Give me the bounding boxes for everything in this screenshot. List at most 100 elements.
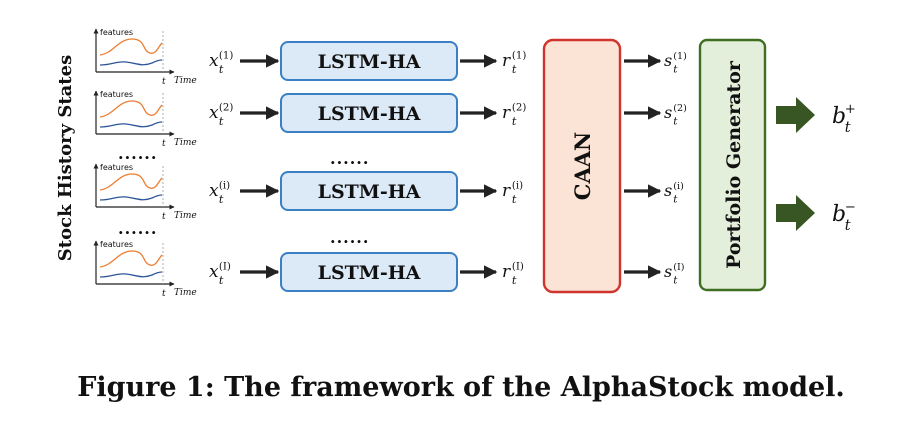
- lstm-ha-label: LSTM-HA: [318, 181, 421, 203]
- mini-chart-t-label: t: [162, 212, 166, 222]
- lstm-ha-label: LSTM-HA: [318, 262, 421, 284]
- mini-chart-orange-series: [99, 38, 163, 56]
- output-r-label-sup: (2): [512, 101, 526, 113]
- mini-chart-features-label: features: [100, 163, 133, 172]
- mini-chart-blue-series: [99, 271, 163, 278]
- output-s-label-sup: (1): [673, 51, 687, 62]
- mini-chart-ellipsis: ............: [118, 144, 157, 238]
- lstm-ha-block: LSTM-HA: [280, 93, 458, 133]
- portfolio-b-label-sup: +: [845, 102, 856, 117]
- lstm-ha-blocks: LSTM-HA LSTM-HA LSTM-HA LSTM-HA: [280, 41, 458, 292]
- caan-label: CAAN: [570, 132, 595, 201]
- lstm-ha-label: LSTM-HA: [318, 51, 421, 73]
- input-x-label-base: x: [209, 181, 219, 201]
- output-r-label-base: r: [502, 181, 511, 201]
- mini-chart-blue-series: [99, 59, 163, 66]
- final-output: bt−: [776, 195, 856, 234]
- output-s-label-base: s: [664, 51, 672, 70]
- mini-chart-t-label: t: [162, 77, 166, 87]
- mini-chart-orange-series: [99, 250, 163, 268]
- output-r-label-sub: t: [512, 274, 517, 287]
- output-s-label-sub: t: [673, 275, 678, 287]
- lstm-ha-label: LSTM-HA: [318, 103, 421, 125]
- big-output-arrow: [776, 97, 815, 133]
- output-r-label-sub: t: [512, 193, 517, 206]
- lstm-ha-block: LSTM-HA: [280, 252, 458, 292]
- mini-chart-ellipsis-top: ......: [118, 144, 157, 163]
- output-r-label-base: r: [502, 51, 511, 71]
- portfolio-b-label-base: b: [832, 104, 846, 129]
- output-r-label-base: r: [502, 262, 511, 282]
- mini-chart-features-label: features: [100, 240, 133, 249]
- output-s-label-sub: t: [673, 194, 678, 206]
- portfolio-b-label-sub: t: [845, 218, 851, 234]
- output-s-label-sup: (I): [673, 262, 684, 273]
- portfolio-b-label-base: b: [832, 202, 846, 227]
- output-r-label-sub: t: [512, 63, 517, 76]
- mini-chart: features t Time: [93, 28, 197, 87]
- portfolio-b-label-sub: t: [845, 120, 851, 136]
- output-s-label-sub: t: [673, 116, 678, 128]
- output-r-label-sup: (i): [512, 179, 523, 191]
- output-s-label-base: s: [664, 181, 672, 200]
- input-x-label-base: x: [209, 262, 219, 282]
- mini-chart-time-label: Time: [174, 138, 197, 148]
- lstm-ha-block: LSTM-HA: [280, 171, 458, 211]
- mini-chart-features-label: features: [100, 90, 133, 99]
- input-x-label-base: x: [209, 51, 219, 71]
- portfolio-b-label: bt +: [832, 102, 856, 136]
- caption-text: The framework of the AlphaStock model.: [224, 372, 845, 403]
- lstm-ha-box: [280, 171, 458, 211]
- portfolio-b-label: bt−: [832, 200, 856, 234]
- mini-chart-t-label: t: [162, 289, 166, 299]
- lstm-ellipsis-bottom: ......: [330, 228, 369, 247]
- figure-caption: Figure 1: The framework of the AlphaStoc…: [0, 372, 922, 403]
- output-r-label-sup: (I): [512, 260, 524, 272]
- input-x-label-sub: t: [219, 274, 224, 287]
- mini-chart-time-label: Time: [174, 288, 197, 298]
- mini-chart-blue-series: [99, 194, 163, 201]
- output-r-label-sub: t: [512, 115, 517, 128]
- mini-chart-time-label: Time: [174, 76, 197, 86]
- input-x-label-sub: t: [219, 115, 224, 128]
- output-s-label-sup: (2): [673, 103, 687, 114]
- mini-chart-time-label: Time: [174, 211, 197, 221]
- lstm-ha-box: [280, 93, 458, 133]
- stock-history-states-label: Stock History States: [55, 55, 76, 261]
- lstm-ha-box: [280, 41, 458, 81]
- mini-chart-orange-series: [99, 100, 163, 118]
- big-output-arrow: [776, 195, 815, 231]
- output-s-label-base: s: [664, 103, 672, 122]
- input-x-label-sup: (I): [219, 260, 231, 272]
- portfolio-generator-block: [698, 38, 767, 292]
- input-x-label-base: x: [209, 103, 219, 123]
- lstm-ha-box: [280, 252, 458, 292]
- mini-chart-ellipsis-bottom: ......: [118, 219, 157, 238]
- lstm-ha-block: LSTM-HA: [280, 41, 458, 81]
- input-x-label-sup: (i): [219, 179, 230, 191]
- mini-chart: features t Time: [93, 90, 197, 149]
- portfolio-generator-label: Portfolio Generator: [723, 60, 745, 269]
- input-x-label-sup: (1): [219, 49, 233, 61]
- lstm-ellipsis-top: ......: [330, 149, 369, 168]
- mini-chart-features-label: features: [100, 28, 133, 37]
- final-portfolio-outputs: bt+bt−: [776, 97, 856, 234]
- mini-chart-t-label: t: [162, 139, 166, 149]
- caption-prefix: Figure 1:: [77, 372, 215, 403]
- output-s-label-sup: (i): [673, 181, 684, 192]
- mini-chart: features t Time: [93, 240, 197, 299]
